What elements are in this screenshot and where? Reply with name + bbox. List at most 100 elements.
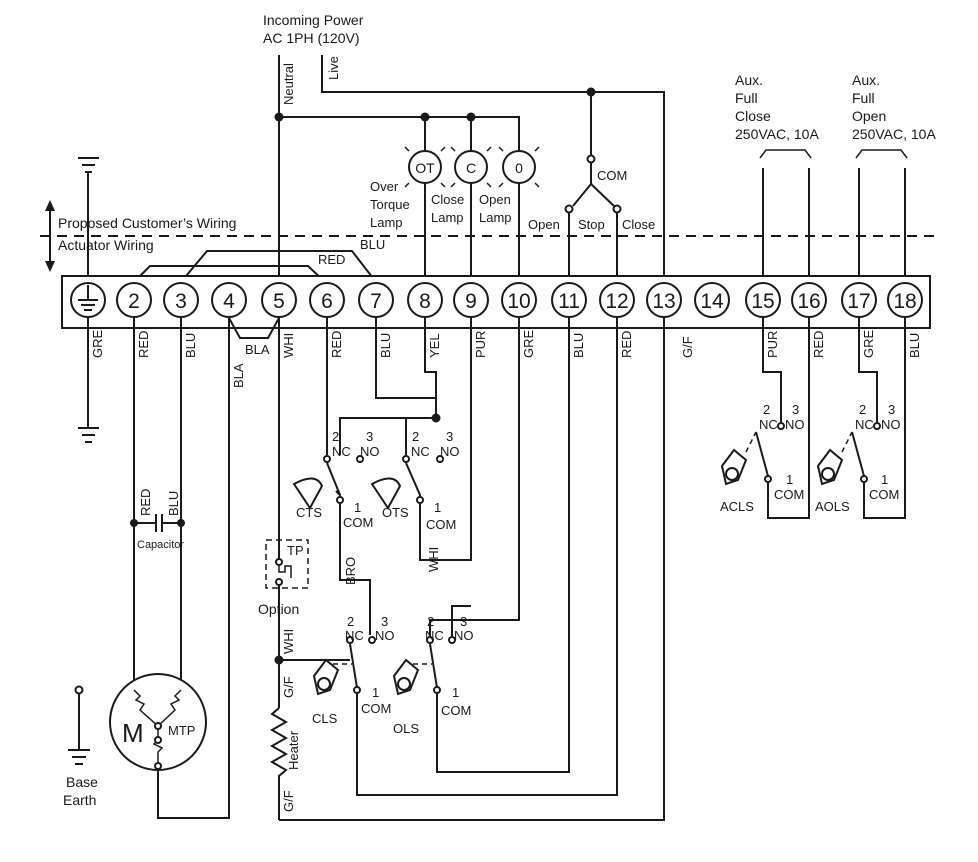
aols-no: NO [881,417,901,432]
cls-n1: 1 [372,685,379,700]
lamp-junction-ot [420,112,430,122]
thermal-protector-icon: TP [265,539,309,589]
terminal-row: 2 3 4 5 6 7 8 9 10 11 12 13 14 15 16 17 … [116,282,923,318]
terminal-4-label: 4 [223,290,235,313]
cts-cam-icon [292,477,324,510]
aols-n1: 1 [881,472,888,487]
wire-label-earth: GRE [90,330,105,359]
ot-lamp-label-2: Torque [370,197,410,212]
terminal-4: 4 [211,282,247,318]
cls-com: COM [361,701,391,716]
aols-arm [851,431,865,477]
terminal-7: 7 [358,282,394,318]
over-torque-lamp-icon: OT [404,146,446,188]
wire-label-18: BLU [907,333,922,358]
earth-bottom-icon [78,427,99,443]
wire-label-8: YEL [427,333,442,358]
cls-com-contact [353,686,361,694]
cts-nc: NC [332,444,351,459]
wire-label-17: GRE [861,330,876,359]
customer-wiring-label: Proposed Customer’s Wiring [58,215,236,231]
aols-n3: 3 [888,402,895,417]
aux-open-line2: Full [852,90,875,106]
cts-no-contact [356,455,364,463]
neutral-label: Neutral [281,63,296,105]
terminal-strip [61,275,931,329]
terminal-2-label: 2 [128,290,140,313]
terminal-13: 13 [646,282,682,318]
aols-n2: 2 [859,402,866,417]
terminal-8-label: 8 [419,290,431,313]
wire-label-3: BLU [183,333,198,358]
terminal-18: 18 [887,282,923,318]
aols-nc-contact [873,422,881,430]
t15-wire [762,318,782,422]
cts-label: CTS [296,505,322,520]
terminal-17: 17 [841,282,877,318]
terminal-9: 9 [453,282,489,318]
open-contact [564,204,574,214]
aols-limit-switch-icon [816,431,853,486]
terminal-5-label: 5 [273,290,285,313]
ot-lamp-label-3: Lamp [370,215,403,230]
cls-nc-contact [346,636,354,644]
terminal-18-label: 18 [893,290,916,313]
ols-nc-contact [426,636,434,644]
base-earth-label-2: Earth [63,792,96,808]
ots-nc: NC [411,444,430,459]
c-lamp-label-1: Close [431,192,464,207]
ols-feed [451,605,471,636]
terminal-11: 11 [551,282,587,318]
c-lamp-label-2: Lamp [431,210,464,225]
ols-n2: 2 [427,614,434,629]
terminal-6-label: 6 [321,290,333,313]
c-lamp-symbol: C [466,160,476,176]
cts-arm [326,462,341,515]
cts-n2: 2 [332,429,339,444]
ols-arm [429,318,570,773]
acls-n1: 1 [786,472,793,487]
ot-lamp-symbol: OT [415,160,435,176]
wire-label-13: G/F [680,336,695,358]
heater-label: Heater [286,730,301,770]
terminal-3: 3 [163,282,199,318]
ols-label: OLS [393,721,419,736]
cls-no: NO [375,628,395,643]
wire-label-12: RED [619,331,634,358]
cls-arm [349,318,618,796]
wire-label-16: RED [811,331,826,358]
ols-nc: NC [425,628,444,643]
cts-com-contact [336,496,344,504]
incoming-power-spec: AC 1PH (120V) [263,30,359,46]
open-lamp-icon: 0 [498,146,540,188]
aols-com-contact [860,475,868,483]
t16-wire [767,318,810,519]
aux-close-line3: Close [735,108,771,124]
ols-no-contact [448,636,456,644]
open-switch-label: Open [528,217,560,232]
ots-n2: 2 [412,429,419,444]
aux-close-line2: Full [735,90,758,106]
aux-close-line1: Aux. [735,72,763,88]
lamp-junction-c [466,112,476,122]
acls-label: ACLS [720,499,754,514]
red-top-wire [133,265,326,283]
ot-lamp-label-1: Over [370,179,399,194]
ols-com: COM [441,703,471,718]
ots-arm [405,318,472,561]
terminal-15: 15 [745,282,781,318]
boundary-arrow-icon [45,200,55,272]
wire-label-10: GRE [521,330,536,359]
ots-no: NO [440,444,460,459]
acls-com-contact [764,475,772,483]
mtp-label: MTP [168,723,195,738]
ots-feed [339,417,436,455]
aols-label: AOLS [815,499,850,514]
t17-wire [858,318,878,422]
wire-label-9: PUR [473,331,488,358]
aux-close-line4: 250VAC, 10A [735,126,819,142]
aux-close-bracket [759,149,812,159]
ots-no-contact [436,455,444,463]
ots-com: COM [426,517,456,532]
tp-label: TP [287,543,304,558]
